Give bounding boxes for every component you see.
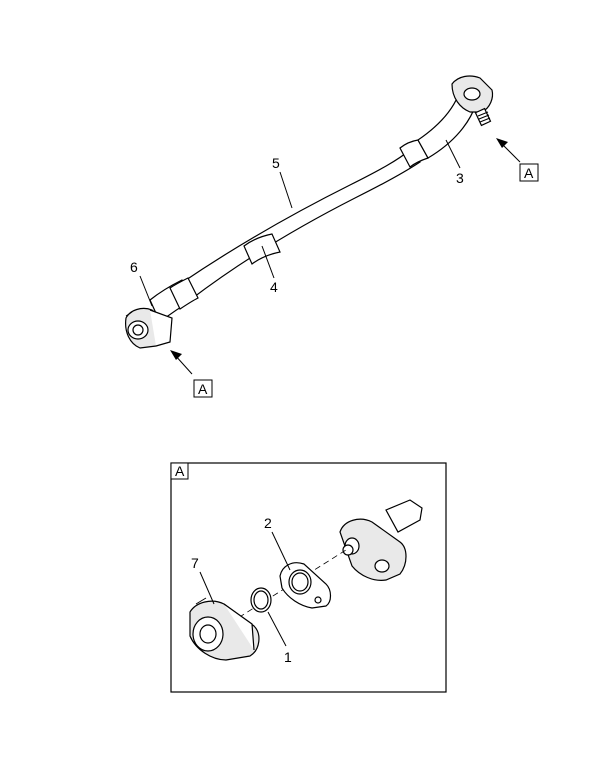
callout-1: 1 [284, 649, 292, 665]
right-fitting [451, 75, 494, 127]
detail-hose [385, 499, 423, 533]
hose-assembly [125, 75, 494, 349]
detail-seal-plate [279, 562, 332, 609]
view-a-label-left: A [198, 381, 208, 397]
hose-sleeve-band [243, 233, 281, 265]
left-fitting [125, 307, 173, 349]
callout-7: 7 [191, 555, 199, 571]
callout-3: 3 [456, 170, 464, 186]
leader-3 [445, 139, 461, 169]
detail-end-fitting [189, 597, 260, 661]
hose-left-ferrule [169, 277, 199, 310]
detail-o-ring [250, 587, 272, 613]
detail-frame-label: A [175, 463, 185, 479]
detail-view-a: A [170, 462, 447, 693]
leader-4 [261, 245, 275, 279]
leader-7 [199, 571, 215, 605]
callout-6: 6 [130, 259, 138, 275]
callout-4: 4 [270, 279, 278, 295]
detail-flange-fitting [339, 518, 407, 581]
leader-5 [279, 171, 293, 209]
view-a-label-right: A [524, 165, 534, 181]
view-a-arrow-right: A [496, 138, 539, 182]
leader-2 [271, 531, 291, 571]
callout-5: 5 [272, 155, 280, 171]
view-a-arrow-left: A [170, 350, 213, 398]
leader-6 [139, 275, 153, 307]
leader-1 [267, 611, 287, 647]
callout-2: 2 [264, 515, 272, 531]
hose-tube [179, 149, 421, 301]
